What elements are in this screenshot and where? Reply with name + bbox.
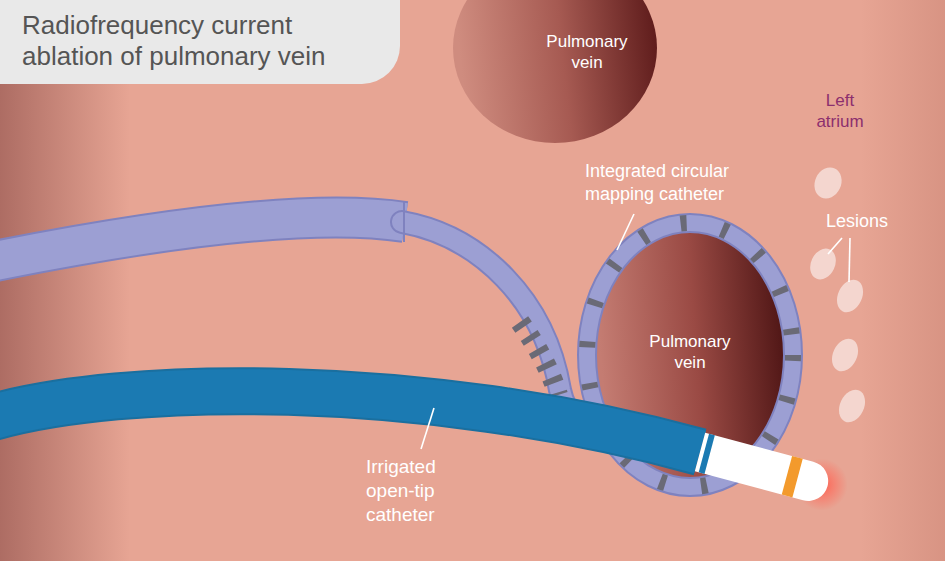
mapping-shaft-outline bbox=[0, 218, 405, 262]
wall-shadow bbox=[0, 0, 130, 561]
mapping-shaft-outline bbox=[402, 222, 604, 425]
lesion bbox=[832, 276, 868, 317]
lesion bbox=[834, 386, 870, 427]
lesion bbox=[805, 244, 840, 283]
leader-line bbox=[849, 238, 850, 282]
ablation-tip bbox=[693, 427, 853, 517]
ring-electrodes bbox=[587, 223, 793, 487]
part-label: Lesions bbox=[826, 210, 926, 233]
tip-ring bbox=[782, 456, 803, 497]
mapping-ring-outline bbox=[587, 223, 793, 487]
title-banner: Radiofrequency current ablation of pulmo… bbox=[0, 0, 400, 84]
lesion bbox=[827, 335, 863, 376]
rf-glow bbox=[790, 453, 854, 517]
vein-label: Pulmonary vein bbox=[537, 31, 637, 73]
wall-shadow bbox=[860, 0, 945, 561]
part-label: Integrated circular mapping catheter bbox=[585, 160, 775, 206]
tip-electrode bbox=[695, 433, 833, 506]
mapping-shaft bbox=[0, 218, 405, 262]
lesion-group bbox=[805, 163, 870, 426]
shaft-electrodes bbox=[520, 322, 558, 395]
vein-opening bbox=[595, 230, 785, 480]
leader-line bbox=[828, 238, 842, 254]
shaft-seam bbox=[403, 202, 405, 242]
part-label: Irrigated open-tip catheter bbox=[366, 455, 466, 527]
ablation-shaft bbox=[0, 391, 700, 452]
ablation-shaft-outline bbox=[0, 391, 700, 452]
leader-line bbox=[421, 408, 434, 449]
lesion bbox=[809, 163, 846, 203]
mapping-shaft bbox=[402, 222, 604, 425]
vein-shape bbox=[453, 0, 657, 143]
vein-opening bbox=[453, 0, 657, 143]
pulmonary-vein: Pulmonary vein bbox=[595, 230, 785, 480]
pulmonary-vein: Pulmonary vein bbox=[453, 0, 657, 143]
tip-band bbox=[699, 434, 715, 474]
region-label: Left atrium bbox=[800, 90, 880, 132]
vein-label: Pulmonary vein bbox=[640, 331, 740, 373]
mapping-ring bbox=[587, 223, 793, 487]
leader-line bbox=[617, 214, 634, 250]
